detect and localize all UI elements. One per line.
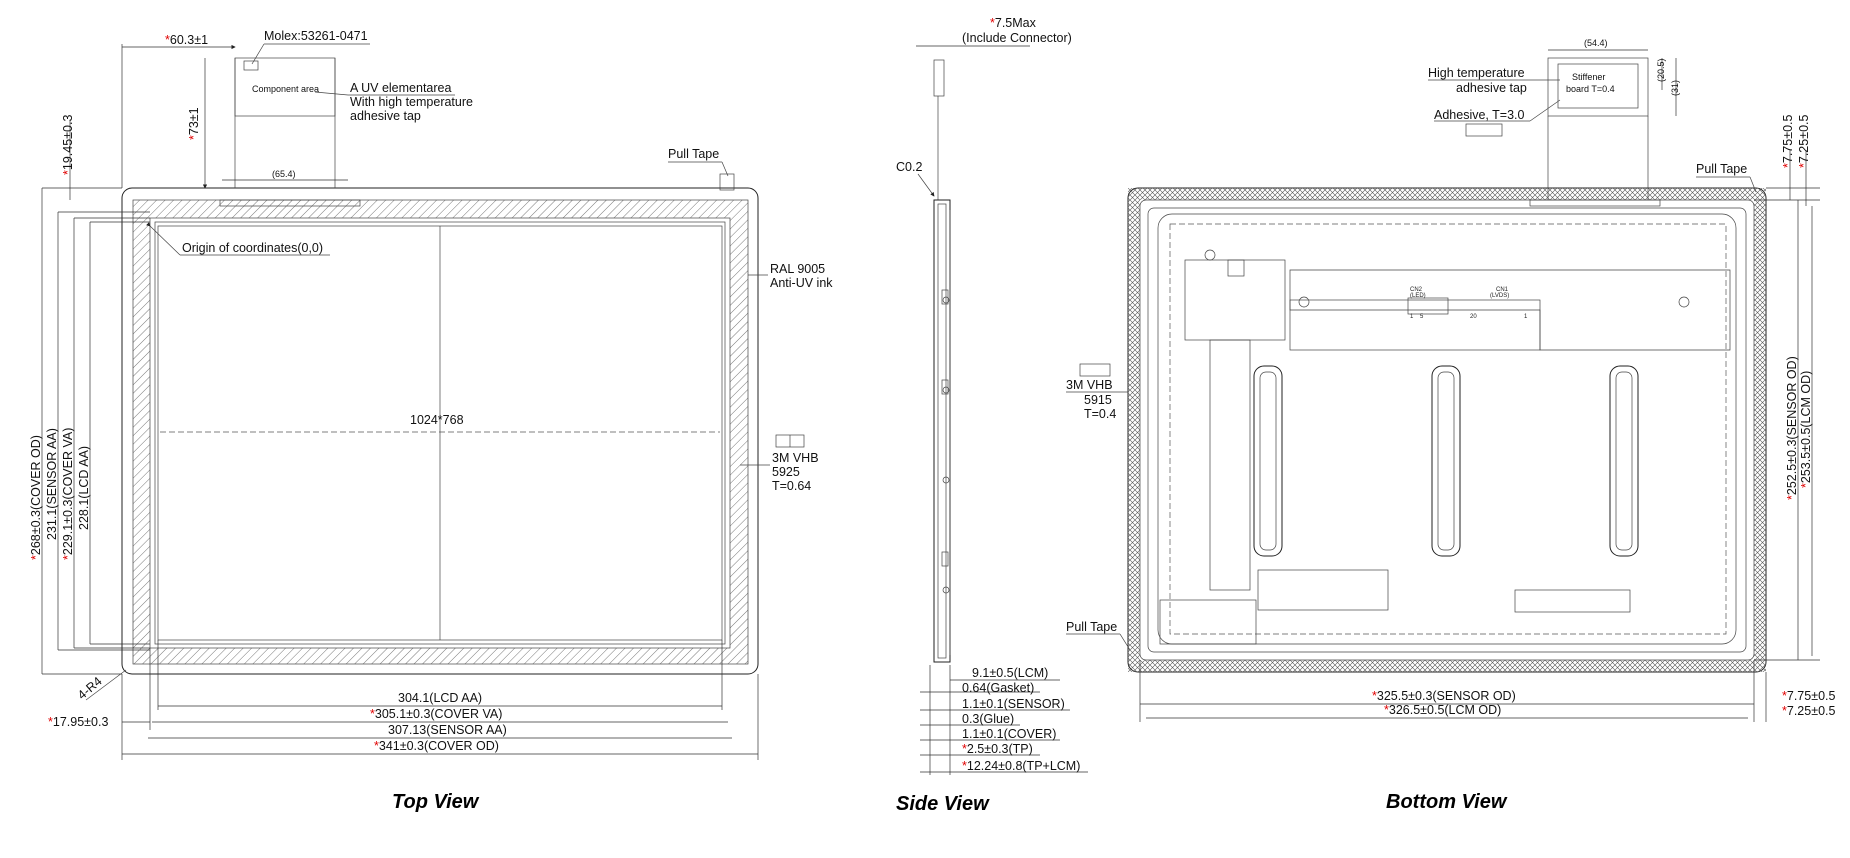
v-sensor-od-label: 252.5±0.3(SENSOR OD) <box>1785 356 1799 495</box>
uv-note-line-2: With high temperature <box>350 95 473 109</box>
pin-1-label: 1 <box>1410 314 1414 320</box>
bottom-vhb-line-1: 3M VHB <box>1066 378 1113 392</box>
svg-text:*19.45±0.3: *19.45±0.3 <box>61 115 75 175</box>
uv-note-line-3: adhesive tap <box>350 109 421 123</box>
stiffener-line-1: Stiffener <box>1572 72 1605 82</box>
svg-text:*7.25±0.5: *7.25±0.5 <box>1797 115 1811 168</box>
ht-line-2: adhesive tap <box>1456 81 1527 95</box>
dim-725-b-label: 7.25±0.5 <box>1787 704 1836 718</box>
h-lcd-aa-label: 304.1(LCD AA) <box>398 691 482 705</box>
side-max-note: (Include Connector) <box>962 31 1072 45</box>
dim-54-label: (54.4) <box>1584 38 1608 48</box>
dim-19-label: 19.45±0.3 <box>61 115 75 171</box>
v-lcm-od-label: 253.5±0.5(LCM OD) <box>1799 371 1813 483</box>
top-view-title: Top View <box>392 791 480 813</box>
svg-text:*7.5Max: *7.5Max <box>990 16 1037 30</box>
ral-line-2: Anti-UV ink <box>770 276 833 290</box>
ht-line-1: High temperature <box>1428 66 1525 80</box>
svg-text:*326.5±0.5(LCM OD): *326.5±0.5(LCM OD) <box>1384 703 1501 717</box>
side-gasket-label: 0.64(Gasket) <box>962 681 1034 695</box>
corner-radius-label: 4-R4 <box>75 674 105 702</box>
h-lcm-od-label: 326.5±0.5(LCM OD) <box>1389 703 1501 717</box>
top-view: Molex:53261-0471 Component area A UV ele… <box>29 29 833 813</box>
vhb-line-3: T=0.64 <box>772 479 811 493</box>
resolution-label: 1024*768 <box>410 413 464 427</box>
dim-725-label: 7.25±0.5 <box>1797 115 1811 164</box>
dim-65-label: (65.4) <box>272 169 296 179</box>
side-max-label: 7.5Max <box>995 16 1037 30</box>
dim-775-label: 7.75±0.5 <box>1781 115 1795 164</box>
dim-73-label: 73±1 <box>187 107 201 135</box>
svg-text:*341±0.3(COVER OD): *341±0.3(COVER OD) <box>374 739 499 753</box>
vhb-line-2: 5925 <box>772 465 800 479</box>
h-cover-va-label: 305.1±0.3(COVER VA) <box>375 707 503 721</box>
svg-text:*253.5±0.5(LCM OD): *253.5±0.5(LCM OD) <box>1799 371 1813 488</box>
svg-text:*7.75±0.5: *7.75±0.5 <box>1782 689 1835 703</box>
svg-text:*325.5±0.3(SENSOR OD): *325.5±0.3(SENSOR OD) <box>1372 689 1516 703</box>
side-cover-label: 1.1±0.1(COVER) <box>962 727 1056 741</box>
svg-text:*7.75±0.5: *7.75±0.5 <box>1781 115 1795 168</box>
svg-text:*2.5±0.3(TP): *2.5±0.3(TP) <box>962 742 1033 756</box>
svg-text:*252.5±0.3(SENSOR OD): *252.5±0.3(SENSOR OD) <box>1785 356 1799 500</box>
vhb-line-1: 3M VHB <box>772 451 819 465</box>
chamfer-label: C0.2 <box>896 160 922 174</box>
svg-text:*229.1±0.3(COVER VA): *229.1±0.3(COVER VA) <box>61 428 75 560</box>
v-cover-va-label: 229.1±0.3(COVER VA) <box>61 428 75 556</box>
side-view: *7.5Max (Include Connector) C0.2 9.1±0.5… <box>896 16 1088 815</box>
side-sensor-label: 1.1±0.1(SENSOR) <box>962 697 1065 711</box>
ral-line-1: RAL 9005 <box>770 262 825 276</box>
stiffener-line-2: board T=0.4 <box>1566 84 1615 94</box>
cn2-label: CN2 <box>1410 287 1423 293</box>
connector-label: Molex:53261-0471 <box>264 29 368 43</box>
side-tp-lcm-label: 12.24±0.8(TP+LCM) <box>967 759 1081 773</box>
adhesive-label: Adhesive, T=3.0 <box>1434 108 1525 122</box>
h-sensor-aa-label: 307.13(SENSOR AA) <box>388 723 507 737</box>
svg-text:*73±1: *73±1 <box>187 107 201 140</box>
bottom-vhb-line-3: T=0.4 <box>1084 407 1116 421</box>
dim-60-label: 60.3±1 <box>170 33 208 47</box>
dim-31-label: (31) <box>1670 80 1680 96</box>
dim-20-label: (20.5) <box>1656 58 1666 82</box>
component-area-label: Component area <box>252 84 319 94</box>
svg-text:*60.3±1: *60.3±1 <box>165 33 208 47</box>
pull-tape-bottom-label: Pull Tape <box>1066 620 1117 634</box>
bottom-vhb-line-2: 5915 <box>1084 393 1112 407</box>
bottom-view: CN2 (LED) CN1 (LVDS) 1 5 20 1 (54.4) (20… <box>1066 38 1835 813</box>
svg-text:*268±0.3(COVER OD): *268±0.3(COVER OD) <box>29 435 43 560</box>
dim-775-b-label: 7.75±0.5 <box>1787 689 1836 703</box>
h-sensor-od-label: 325.5±0.3(SENSOR OD) <box>1377 689 1516 703</box>
side-view-title: Side View <box>896 793 990 815</box>
side-tp-label: 2.5±0.3(TP) <box>967 742 1033 756</box>
svg-text:*17.95±0.3: *17.95±0.3 <box>48 715 108 729</box>
bottom-view-title: Bottom View <box>1386 791 1508 813</box>
h-cover-od-label: 341±0.3(COVER OD) <box>379 739 499 753</box>
pin-5-label: 5 <box>1420 314 1424 320</box>
pull-tape-label: Pull Tape <box>668 147 719 161</box>
pin-20-label: 20 <box>1470 314 1477 320</box>
side-lcm-label: 9.1±0.5(LCM) <box>972 666 1048 680</box>
svg-text:*12.24±0.8(TP+LCM): *12.24±0.8(TP+LCM) <box>962 759 1080 773</box>
v-sensor-aa-label: 231.1(SENSOR AA) <box>45 428 59 540</box>
cn2-sub-label: (LED) <box>1410 293 1426 299</box>
v-cover-od-label: 268±0.3(COVER OD) <box>29 435 43 555</box>
connector-icon <box>243 60 259 71</box>
pull-tape-top-label: Pull Tape <box>1696 162 1747 176</box>
svg-text:*305.1±0.3(COVER VA): *305.1±0.3(COVER VA) <box>370 707 502 721</box>
v-lcd-aa-label: 228.1(LCD AA) <box>77 446 91 530</box>
dim-17-label: 17.95±0.3 <box>53 715 109 729</box>
svg-text:*7.25±0.5: *7.25±0.5 <box>1782 704 1835 718</box>
uv-note-line-1: A UV elementarea <box>350 81 451 95</box>
pin-1b-label: 1 <box>1524 314 1528 320</box>
cn1-sub-label: (LVDS) <box>1490 293 1509 299</box>
cn1-label: CN1 <box>1496 287 1509 293</box>
side-glue-label: 0.3(Glue) <box>962 712 1014 726</box>
origin-label: Origin of coordinates(0,0) <box>182 241 323 255</box>
